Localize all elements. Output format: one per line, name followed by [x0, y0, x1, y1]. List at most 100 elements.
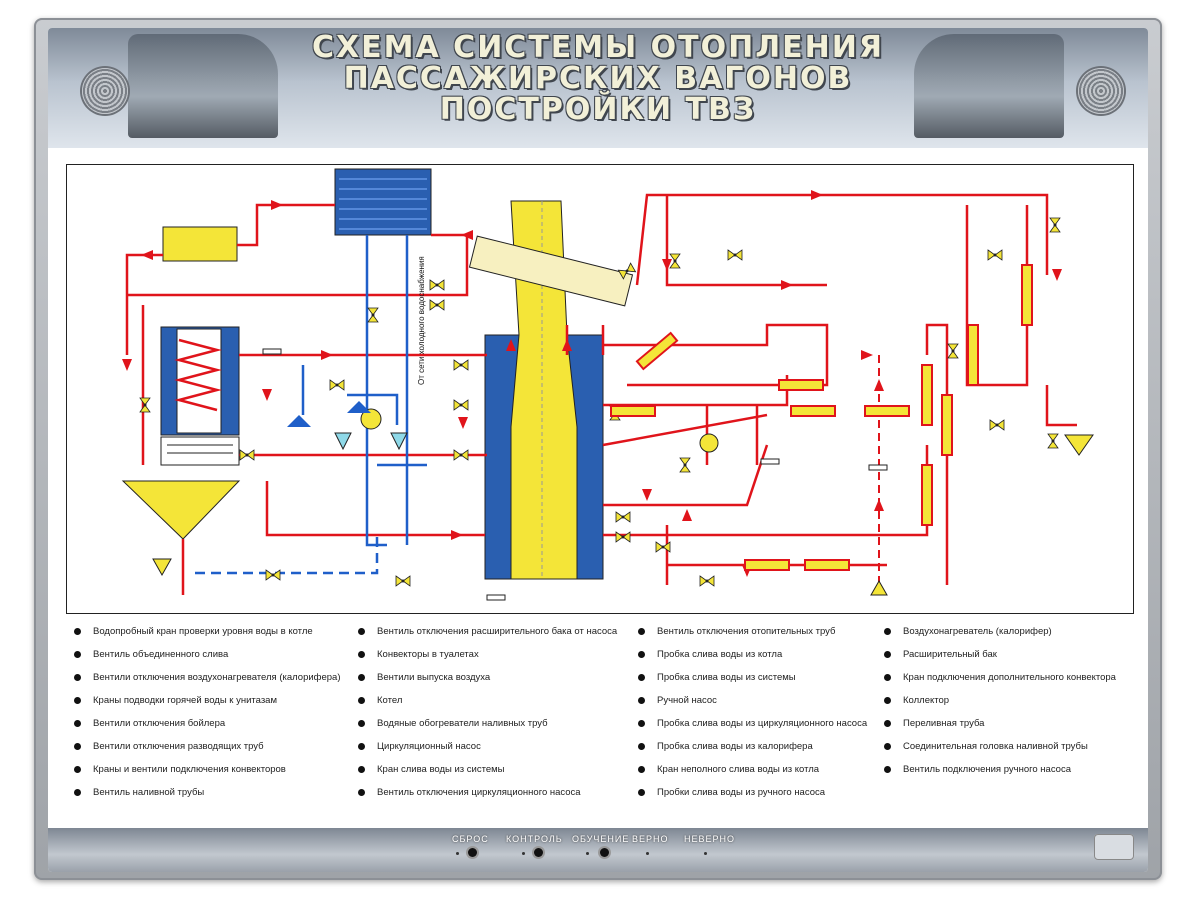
- legend-text: Ручной насос: [657, 695, 717, 706]
- legend-item: Пробка слива воды из калорифера: [638, 735, 867, 758]
- legend-column-2: Вентиль отключения расширительного бака …: [358, 620, 617, 804]
- expansion-tank: [334, 168, 432, 236]
- legend-text: Кран подключения дополнительного конвект…: [903, 672, 1116, 683]
- legend-text: Конвекторы в туалетах: [377, 649, 479, 660]
- legend-text: Пробка слива воды из калорифера: [657, 741, 813, 752]
- legend-item: Водяные обогреватели наливных труб: [358, 712, 617, 735]
- legend-text: Воздухонагреватель (калорифер): [903, 626, 1052, 637]
- legend-text: Циркуляционный насос: [377, 741, 481, 752]
- legend-text: Краны и вентили подключения конвекторов: [93, 764, 286, 775]
- legend-text: Вентили отключения воздухонагревателя (к…: [93, 672, 341, 683]
- legend-item: Кран слива воды из системы: [358, 758, 617, 781]
- legend-column-3: Вентиль отключения отопительных труб Про…: [638, 620, 867, 804]
- cold-supply-label: От сети холодного водоснабжения: [417, 256, 426, 385]
- pipe-heaters: [610, 264, 1033, 571]
- legend-item: Соединительная головка наливной трубы: [884, 735, 1116, 758]
- legend-item: Вентили выпуска воздуха: [358, 666, 617, 689]
- reset-indicator: [456, 852, 459, 855]
- legend-item: Циркуляционный насос: [358, 735, 617, 758]
- page-title: СХЕМА СИСТЕМЫ ОТОПЛЕНИЯ ПАССАЖИРСКИХ ВАГ…: [278, 32, 918, 125]
- legend-text: Пробка слива воды из циркуляционного нас…: [657, 718, 868, 729]
- incorrect-indicator-lamp: [704, 852, 707, 855]
- legend-item: Пробка слива воды из системы: [638, 666, 867, 689]
- title-line-1: СХЕМА СИСТЕМЫ ОТОПЛЕНИЯ: [312, 30, 884, 65]
- board-panel: СХЕМА СИСТЕМЫ ОТОПЛЕНИЯ ПАССАЖИРСКИХ ВАГ…: [48, 28, 1148, 872]
- legend-item: Вентили отключения бойлера: [74, 712, 341, 735]
- legend-text: Кран неполного слива воды из котла: [657, 764, 820, 775]
- legend-text: Вентиль отключения циркуляционного насос…: [377, 787, 581, 798]
- reset-label: СБРОС: [452, 834, 489, 844]
- reset-button[interactable]: [468, 848, 477, 857]
- legend-text: Расширительный бак: [903, 649, 997, 660]
- legend-text: Вентиль объединенного слива: [93, 649, 229, 660]
- legend-item: Котел: [358, 689, 617, 712]
- legend-item: Ручной насос: [638, 689, 867, 712]
- legend-item: Переливная труба: [884, 712, 1116, 735]
- legend-text: Переливная труба: [903, 718, 985, 729]
- training-label: ОБУЧЕНИЕ: [572, 834, 630, 844]
- legend-item: Вентиль отключения расширительного бака …: [358, 620, 617, 643]
- control-indicator: [522, 852, 525, 855]
- boiler-chimney: [468, 200, 634, 580]
- legend-item: Конвекторы в туалетах: [358, 643, 617, 666]
- speaker-grille-right: [1078, 68, 1124, 114]
- locomotive-image-left: [128, 34, 278, 138]
- legend-item: Пробки слива воды из ручного насоса: [638, 781, 867, 804]
- incorrect-label: НЕВЕРНО: [684, 834, 736, 844]
- legend-item: Вентили отключения воздухонагревателя (к…: [74, 666, 341, 689]
- legend-item: Расширительный бак: [884, 643, 1116, 666]
- legend-item: Вентиль отключения циркуляционного насос…: [358, 781, 617, 804]
- manufacturer-logo: [1094, 834, 1134, 860]
- control-label: КОНТРОЛЬ: [506, 834, 563, 844]
- legend-item: Водопробный кран проверки уровня воды в …: [74, 620, 341, 643]
- legend-text: Котел: [377, 695, 403, 706]
- legend-text: Соединительная головка наливной трубы: [903, 741, 1088, 752]
- diagram-svg: [121, 168, 1094, 601]
- legend-text: Пробка слива воды из котла: [657, 649, 783, 660]
- control-panel: СБРОС КОНТРОЛЬ ОБУЧЕНИЕ ВЕРНО НЕВЕРНО: [48, 828, 1148, 872]
- legend-text: Вентиль отключения отопительных труб: [657, 626, 836, 637]
- training-indicator: [586, 852, 589, 855]
- title-line-3: ПОСТРОЙКИ ТВЗ: [439, 92, 757, 127]
- control-button[interactable]: [534, 848, 543, 857]
- legend-column-1: Водопробный кран проверки уровня воды в …: [74, 620, 341, 804]
- training-button[interactable]: [600, 848, 609, 857]
- correct-label: ВЕРНО: [632, 834, 669, 844]
- legend-item: Вентиль отключения отопительных труб: [638, 620, 867, 643]
- speaker-grille-left: [82, 68, 128, 114]
- legend-text: Кран слива воды из системы: [377, 764, 505, 775]
- legend-item: Вентиль подключения ручного насоса: [884, 758, 1116, 781]
- legend-text: Водопробный кран проверки уровня воды в …: [93, 626, 313, 637]
- legend-item: Кран неполного слива воды из котла: [638, 758, 867, 781]
- legend: Водопробный кран проверки уровня воды в …: [66, 620, 1132, 820]
- hot-water-pipes: [125, 193, 1077, 595]
- legend-item: Пробка слива воды из котла: [638, 643, 867, 666]
- correct-indicator-lamp: [646, 852, 649, 855]
- legend-text: Вентиль подключения ручного насоса: [903, 764, 1071, 775]
- legend-text: Краны подводки горячей воды к унитазам: [93, 695, 277, 706]
- legend-column-4: Воздухонагреватель (калорифер) Расширите…: [884, 620, 1116, 781]
- pumps: [152, 348, 1094, 601]
- title-line-2: ПАССАЖИРСКИХ ВАГОНОВ: [343, 61, 853, 96]
- cold-water-pipes: [195, 235, 427, 575]
- legend-item: Кран подключения дополнительного конвект…: [884, 666, 1116, 689]
- boiler-coil: [160, 326, 240, 466]
- legend-text: Вентиль наливной трубы: [93, 787, 205, 798]
- heating-system-diagram: От сети холодного водоснабжения: [66, 164, 1134, 614]
- legend-item: Пробка слива воды из циркуляционного нас…: [638, 712, 867, 735]
- header-banner: СХЕМА СИСТЕМЫ ОТОПЛЕНИЯ ПАССАЖИРСКИХ ВАГ…: [48, 28, 1148, 148]
- legend-text: Вентиль отключения расширительного бака …: [377, 626, 618, 637]
- legend-text: Вентили отключения бойлера: [93, 718, 226, 729]
- air-heater-box: [162, 226, 238, 262]
- legend-text: Коллектор: [903, 695, 950, 706]
- legend-item: Вентиль наливной трубы: [74, 781, 341, 804]
- legend-text: Пробка слива воды из системы: [657, 672, 796, 683]
- legend-text: Пробки слива воды из ручного насоса: [657, 787, 826, 798]
- legend-item: Коллектор: [884, 689, 1116, 712]
- locomotive-image-right: [914, 34, 1064, 138]
- legend-text: Вентили отключения разводящих труб: [93, 741, 264, 752]
- legend-item: Вентиль объединенного слива: [74, 643, 341, 666]
- legend-item: Воздухонагреватель (калорифер): [884, 620, 1116, 643]
- legend-item: Краны подводки горячей воды к унитазам: [74, 689, 341, 712]
- legend-item: Краны и вентили подключения конвекторов: [74, 758, 341, 781]
